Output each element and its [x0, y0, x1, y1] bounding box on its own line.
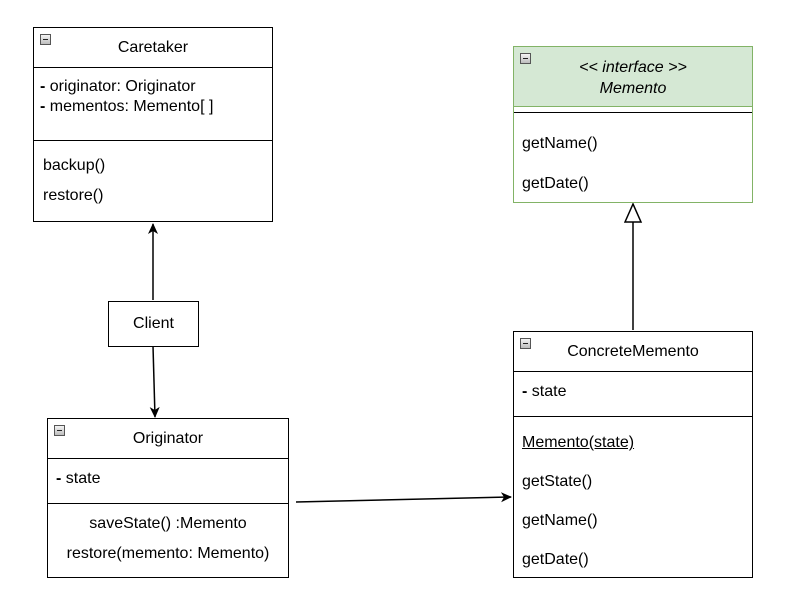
client-label: Client — [133, 315, 174, 332]
caretaker-method: backup() — [43, 157, 106, 174]
memento-header: << interface >> Memento — [514, 47, 752, 107]
caretaker-methods: backup() restore() — [34, 141, 272, 211]
caretaker-header: Caretaker — [34, 28, 272, 68]
caretaker-field: - mementos: Memento[ ] — [40, 98, 214, 115]
caretaker-field: - originator: Originator — [40, 78, 196, 95]
originator-method: restore(memento: Memento) — [66, 545, 270, 562]
originator-class[interactable]: Originator - state saveState() :Memento … — [47, 418, 289, 578]
originator-fields: - state — [48, 459, 288, 504]
memento-method: getDate() — [522, 175, 589, 192]
concrete-memento-method: getName() — [522, 512, 598, 529]
concrete-memento-header: ConcreteMemento — [514, 332, 752, 372]
client-box[interactable]: Client — [108, 301, 199, 347]
collapse-minus-icon[interactable] — [520, 338, 531, 349]
concrete-memento-method: getDate() — [522, 551, 589, 568]
collapse-minus-icon[interactable] — [54, 425, 65, 436]
concrete-memento-field: - state — [522, 383, 567, 400]
memento-title: Memento — [599, 80, 667, 97]
originator-method: saveState() :Memento — [89, 515, 247, 532]
concrete-memento-constructor: Memento(state) — [522, 434, 635, 451]
memento-method: getName() — [522, 135, 598, 152]
concrete-memento-method: getState() — [522, 473, 593, 490]
originator-header: Originator — [48, 419, 288, 459]
originator-title: Originator — [132, 430, 204, 447]
client-to-originator-arrow — [149, 345, 160, 418]
concrete-memento-fields: - state — [514, 372, 752, 417]
caretaker-fields: - originator: Originator - mementos: Mem… — [34, 68, 272, 141]
memento-interface[interactable]: << interface >> Memento getName() getDat… — [513, 46, 753, 203]
concrete-memento-title: ConcreteMemento — [567, 343, 699, 360]
memento-methods: getName() getDate() — [514, 113, 752, 204]
concrete-memento-methods: Memento(state) getState() getName() getD… — [514, 417, 752, 579]
collapse-minus-icon[interactable] — [520, 53, 531, 64]
caretaker-method: restore() — [43, 187, 104, 204]
originator-field: - state — [56, 470, 101, 487]
caretaker-class[interactable]: Caretaker - originator: Originator - mem… — [33, 27, 273, 222]
originator-to-concrete-memento-arrow — [295, 492, 512, 503]
concrete-memento-class[interactable]: ConcreteMemento - state Memento(state) g… — [513, 331, 753, 578]
memento-stereotype: << interface >> — [579, 59, 687, 76]
caretaker-title: Caretaker — [117, 39, 189, 56]
originator-methods: saveState() :Memento restore(memento: Me… — [48, 504, 288, 569]
memento-divider — [514, 107, 752, 113]
collapse-minus-icon[interactable] — [40, 34, 51, 45]
